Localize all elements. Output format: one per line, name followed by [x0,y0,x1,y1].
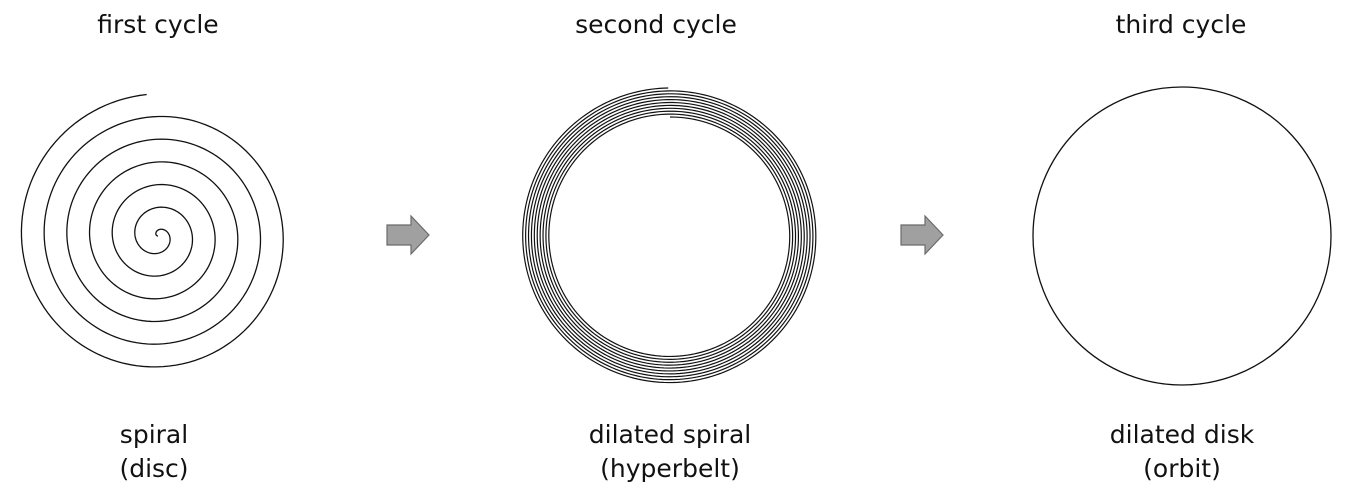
stage-caption: dilated spiral (hyperbelt) [510,418,830,486]
caption-line-1: dilated disk [1109,420,1255,449]
stage-caption: spiral (disc) [0,418,314,486]
dilated-spiral-curve [522,87,817,384]
spiral-curve [20,93,284,368]
right-arrow-icon [900,214,944,256]
orbit-circle [1032,86,1332,386]
stage-title: first cycle [97,10,219,39]
circle-figure [1032,86,1332,386]
stage-second-cycle: second cycle dilated spiral (hyperbelt) [510,0,830,500]
caption-line-1: dilated spiral [588,420,752,449]
caption-line-2: (disc) [119,454,189,483]
spiral-figure [20,93,284,368]
stage-third-cycle: third cycle dilated disk (orbit) [1022,0,1342,500]
stage-first-cycle: first cycle spiral (disc) [0,0,320,500]
dilated-spiral-figure [522,87,817,384]
stage-title: second cycle [575,10,737,39]
caption-line-1: spiral [119,420,189,449]
right-arrow-icon [386,214,430,256]
stage-title: third cycle [1115,10,1247,39]
stage-caption: dilated disk (orbit) [1022,418,1342,486]
caption-line-2: (orbit) [1143,454,1221,483]
caption-line-2: (hyperbelt) [600,454,740,483]
